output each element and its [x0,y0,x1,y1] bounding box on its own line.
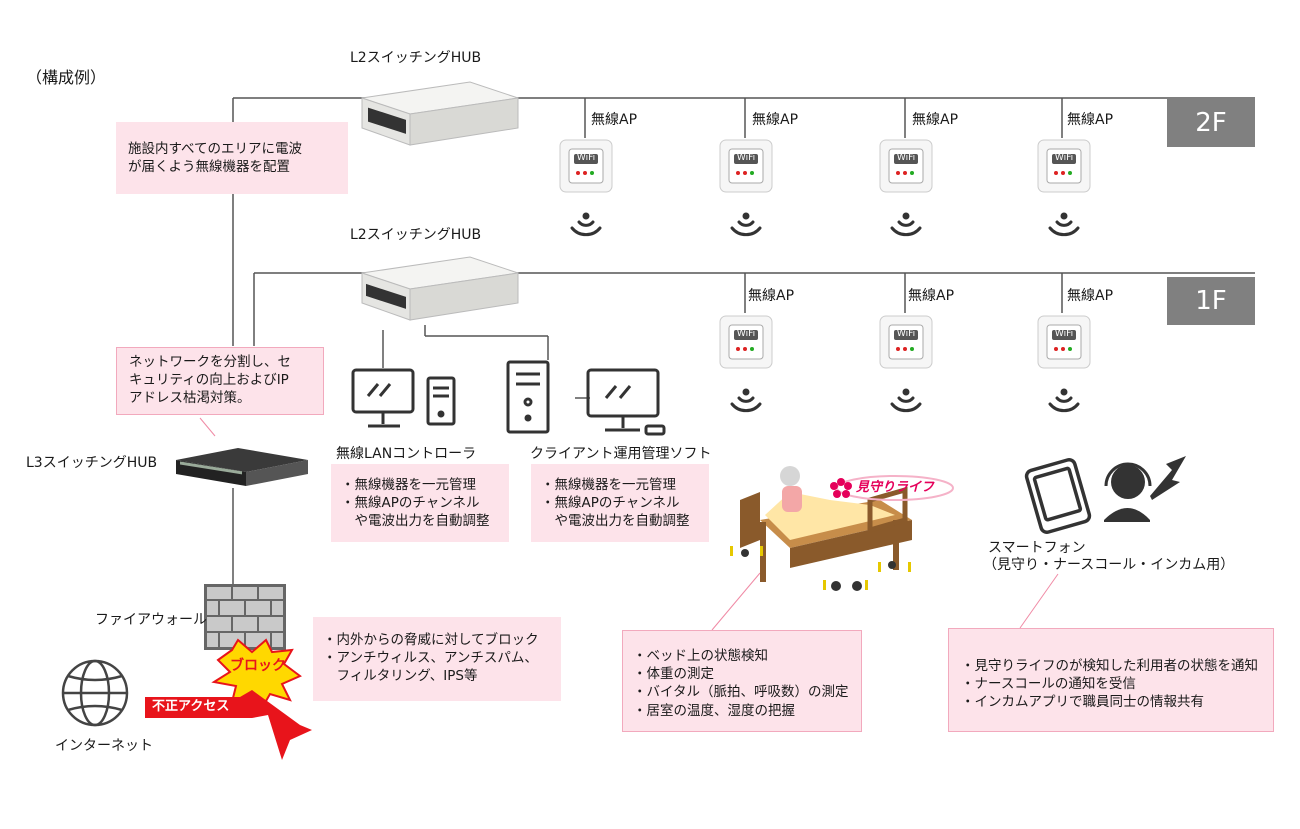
smartphone-sub-label: （見守り・ナースコール・インカム用） [983,557,1235,573]
wifi-badge: WiFi [1054,329,1074,339]
note-coverage: 施設内すべてのエリアに電波が届くよう無線機器を配置 [116,122,348,194]
ap-label: 無線AP [1067,288,1114,304]
wifi-badge: WiFi [736,329,756,339]
diagram-heading: （構成例） [26,68,107,87]
firewall-icon [204,584,286,650]
floor-tag-1f: 1F [1167,277,1255,325]
illegal-access-label: 不正アクセス [152,699,230,714]
wireless-controller-label: 無線LANコントローラ [336,446,477,462]
smartphone-label: スマートフォン [988,540,1086,556]
ap-label: 無線AP [1067,112,1114,128]
client-pc-icon [506,360,666,436]
callout-lines [199,417,1059,631]
note-bed: ・ベッド上の状態検知・体重の測定・バイタル（脈拍、呼吸数）の測定・居室の温度、湿… [622,630,862,732]
ap-label: 無線AP [912,112,959,128]
note-firewall: ・内外からの脅威に対してブロック・アンチウィルス、アンチスパム、 フィルタリング… [313,617,561,701]
headset-staff-icon [1104,456,1186,522]
ap-label: 無線AP [752,112,799,128]
client-mgmt-label: クライアント運用管理ソフト [530,446,712,462]
ap-label: 無線AP [748,288,795,304]
l3-hub-icon [176,448,308,486]
l2-hub-label-1f: L2スイッチングHUB [350,227,482,243]
l2-hub-1f-icon [361,256,519,321]
ap-label: 無線AP [591,112,638,128]
controller-pc-icon [351,368,456,428]
wifi-badge: WiFi [896,153,916,163]
wifi-badge: WiFi [896,329,916,339]
l3-hub-label: L3スイッチングHUB [26,455,158,471]
wifi-signal-icons [570,212,1080,413]
care-bed-icon [730,466,912,591]
block-burst-icon [211,638,302,710]
ap-units [559,139,1091,369]
illegal-access-arrow [145,690,312,760]
ap-label: 無線AP [908,288,955,304]
internet-label: インターネット [55,738,153,754]
smartphone-icon [1024,458,1092,534]
wifi-badge: WiFi [1054,153,1074,163]
l2-hub-label-2f: L2スイッチングHUB [350,50,482,66]
mimamori-logo-icon [830,475,954,501]
note-client-soft: ・無線機器を一元管理・無線APのチャンネル や電波出力を自動調整 [531,464,709,542]
mimamori-logo-text: 見守りライフ [856,480,935,495]
internet-globe-icon [61,659,129,727]
note-controller: ・無線機器を一元管理・無線APのチャンネル や電波出力を自動調整 [331,464,509,542]
block-label: ブロック [230,658,286,674]
l2-hub-2f-icon [361,81,519,146]
wifi-badge: WiFi [576,153,596,163]
firewall-label: ファイアウォール [95,612,207,628]
note-phone: ・見守りライフのが検知した利用者の状態を通知・ナースコールの通知を受信・インカム… [948,628,1274,732]
wifi-badge: WiFi [736,153,756,163]
floor-tag-2f: 2F [1167,99,1255,147]
